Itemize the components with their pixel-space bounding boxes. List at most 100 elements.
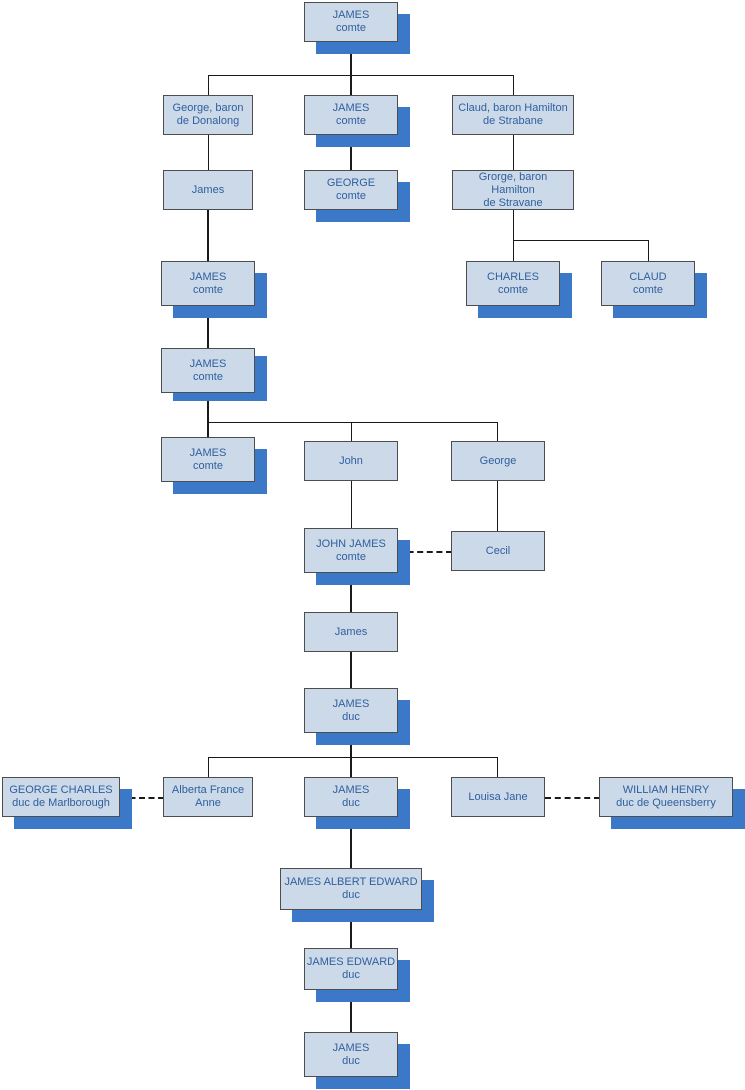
drop-to-louisa — [497, 757, 498, 777]
person-node[interactable]: Louisa Jane — [451, 777, 545, 817]
person-node[interactable]: James — [163, 170, 253, 210]
jamesduc2-to-albert — [350, 817, 352, 868]
drop-to-george2 — [497, 422, 498, 441]
person-name: Grorge, baron Hamilton — [478, 170, 548, 196]
drop-to-james-l — [207, 422, 209, 437]
person-name: JAMES — [189, 446, 227, 459]
person-name: John — [339, 454, 363, 467]
person-title: comte — [336, 115, 366, 127]
person-title: comte — [193, 370, 223, 383]
person-title: comte — [193, 283, 223, 296]
bus-generation-2 — [208, 75, 514, 76]
drop-to-charles — [513, 240, 514, 261]
james-to-jamesduc — [350, 652, 352, 688]
jamescomte-stem2 — [207, 393, 209, 422]
drop-to-george-baron — [208, 75, 209, 95]
person-node[interactable]: George — [451, 441, 545, 481]
person-name: James — [191, 183, 225, 196]
person-title: de Strabane — [483, 115, 543, 127]
person-name: JAMES — [332, 784, 370, 796]
george2-to-cecil — [497, 481, 498, 531]
drop-to-alberta — [208, 757, 209, 777]
person-name: Cecil — [485, 544, 511, 557]
person-title: duc de Queensberry — [616, 797, 716, 809]
person-title: duc de Marlborough — [12, 797, 110, 809]
person-name: JOHN JAMES — [316, 537, 386, 550]
person-title: comte — [633, 283, 663, 296]
person-node[interactable]: John — [304, 441, 398, 481]
drop-to-claud — [513, 75, 514, 95]
person-title: comte — [336, 22, 366, 34]
jamescomte-chain1 — [207, 306, 209, 348]
albert-to-edward — [350, 910, 352, 948]
drop-to-john — [351, 422, 352, 441]
person-name: JAMES ALBERT EDWARD — [284, 876, 418, 888]
claud-to-grorge — [513, 135, 514, 170]
james-to-jamescomte — [207, 210, 209, 261]
person-name: JAMES EDWARD — [306, 956, 396, 968]
person-node[interactable]: James — [304, 612, 398, 652]
person-name: JAMES — [332, 1041, 370, 1054]
person-name: James — [334, 625, 368, 638]
person-name: George — [479, 454, 517, 467]
johnjames-to-james — [350, 573, 352, 612]
person-name: JAMES — [189, 357, 227, 370]
person-title: duc — [342, 710, 360, 723]
person-name: CLAUD — [629, 270, 667, 283]
marriage-george-alberta — [120, 797, 164, 799]
person-name: JAMES — [332, 102, 370, 114]
person-title: comte — [336, 190, 366, 202]
person-title: de Stravane — [483, 196, 543, 209]
person-name: George, baron — [172, 102, 244, 114]
marriage-louisa-william — [545, 797, 600, 799]
person-title: duc — [342, 969, 360, 981]
marriage-johnjames-cecil — [398, 551, 452, 553]
person-name: JAMES — [332, 697, 370, 710]
person-name: WILLIAM HENRY — [622, 784, 710, 796]
root-stem — [350, 42, 352, 75]
person-title: comte — [336, 550, 366, 563]
person-name: Claud, baron Hamilton — [458, 102, 568, 114]
james2-to-george — [350, 135, 352, 170]
person-title: Anne — [195, 797, 221, 809]
person-title: comte — [498, 283, 528, 296]
john-to-johnjames — [351, 481, 352, 528]
person-name: Alberta France — [171, 784, 245, 796]
person-title: duc — [342, 889, 360, 901]
person-title: comte — [193, 459, 223, 472]
edward-to-james — [350, 990, 352, 1032]
person-name: Louisa Jane — [468, 790, 528, 803]
bus-generation-9 — [208, 757, 498, 758]
jamesduc-stem — [350, 733, 352, 757]
drop-to-claud2 — [648, 240, 649, 261]
bus-generation-6 — [208, 422, 498, 423]
person-name: JAMES — [189, 270, 227, 283]
person-name: GEORGE CHARLES — [9, 784, 113, 796]
person-title: duc — [342, 797, 360, 809]
person-node[interactable]: Cecil — [451, 531, 545, 571]
person-title: de Donalong — [176, 115, 240, 127]
person-name: CHARLES — [487, 270, 539, 283]
drop-to-james2 — [350, 75, 352, 95]
